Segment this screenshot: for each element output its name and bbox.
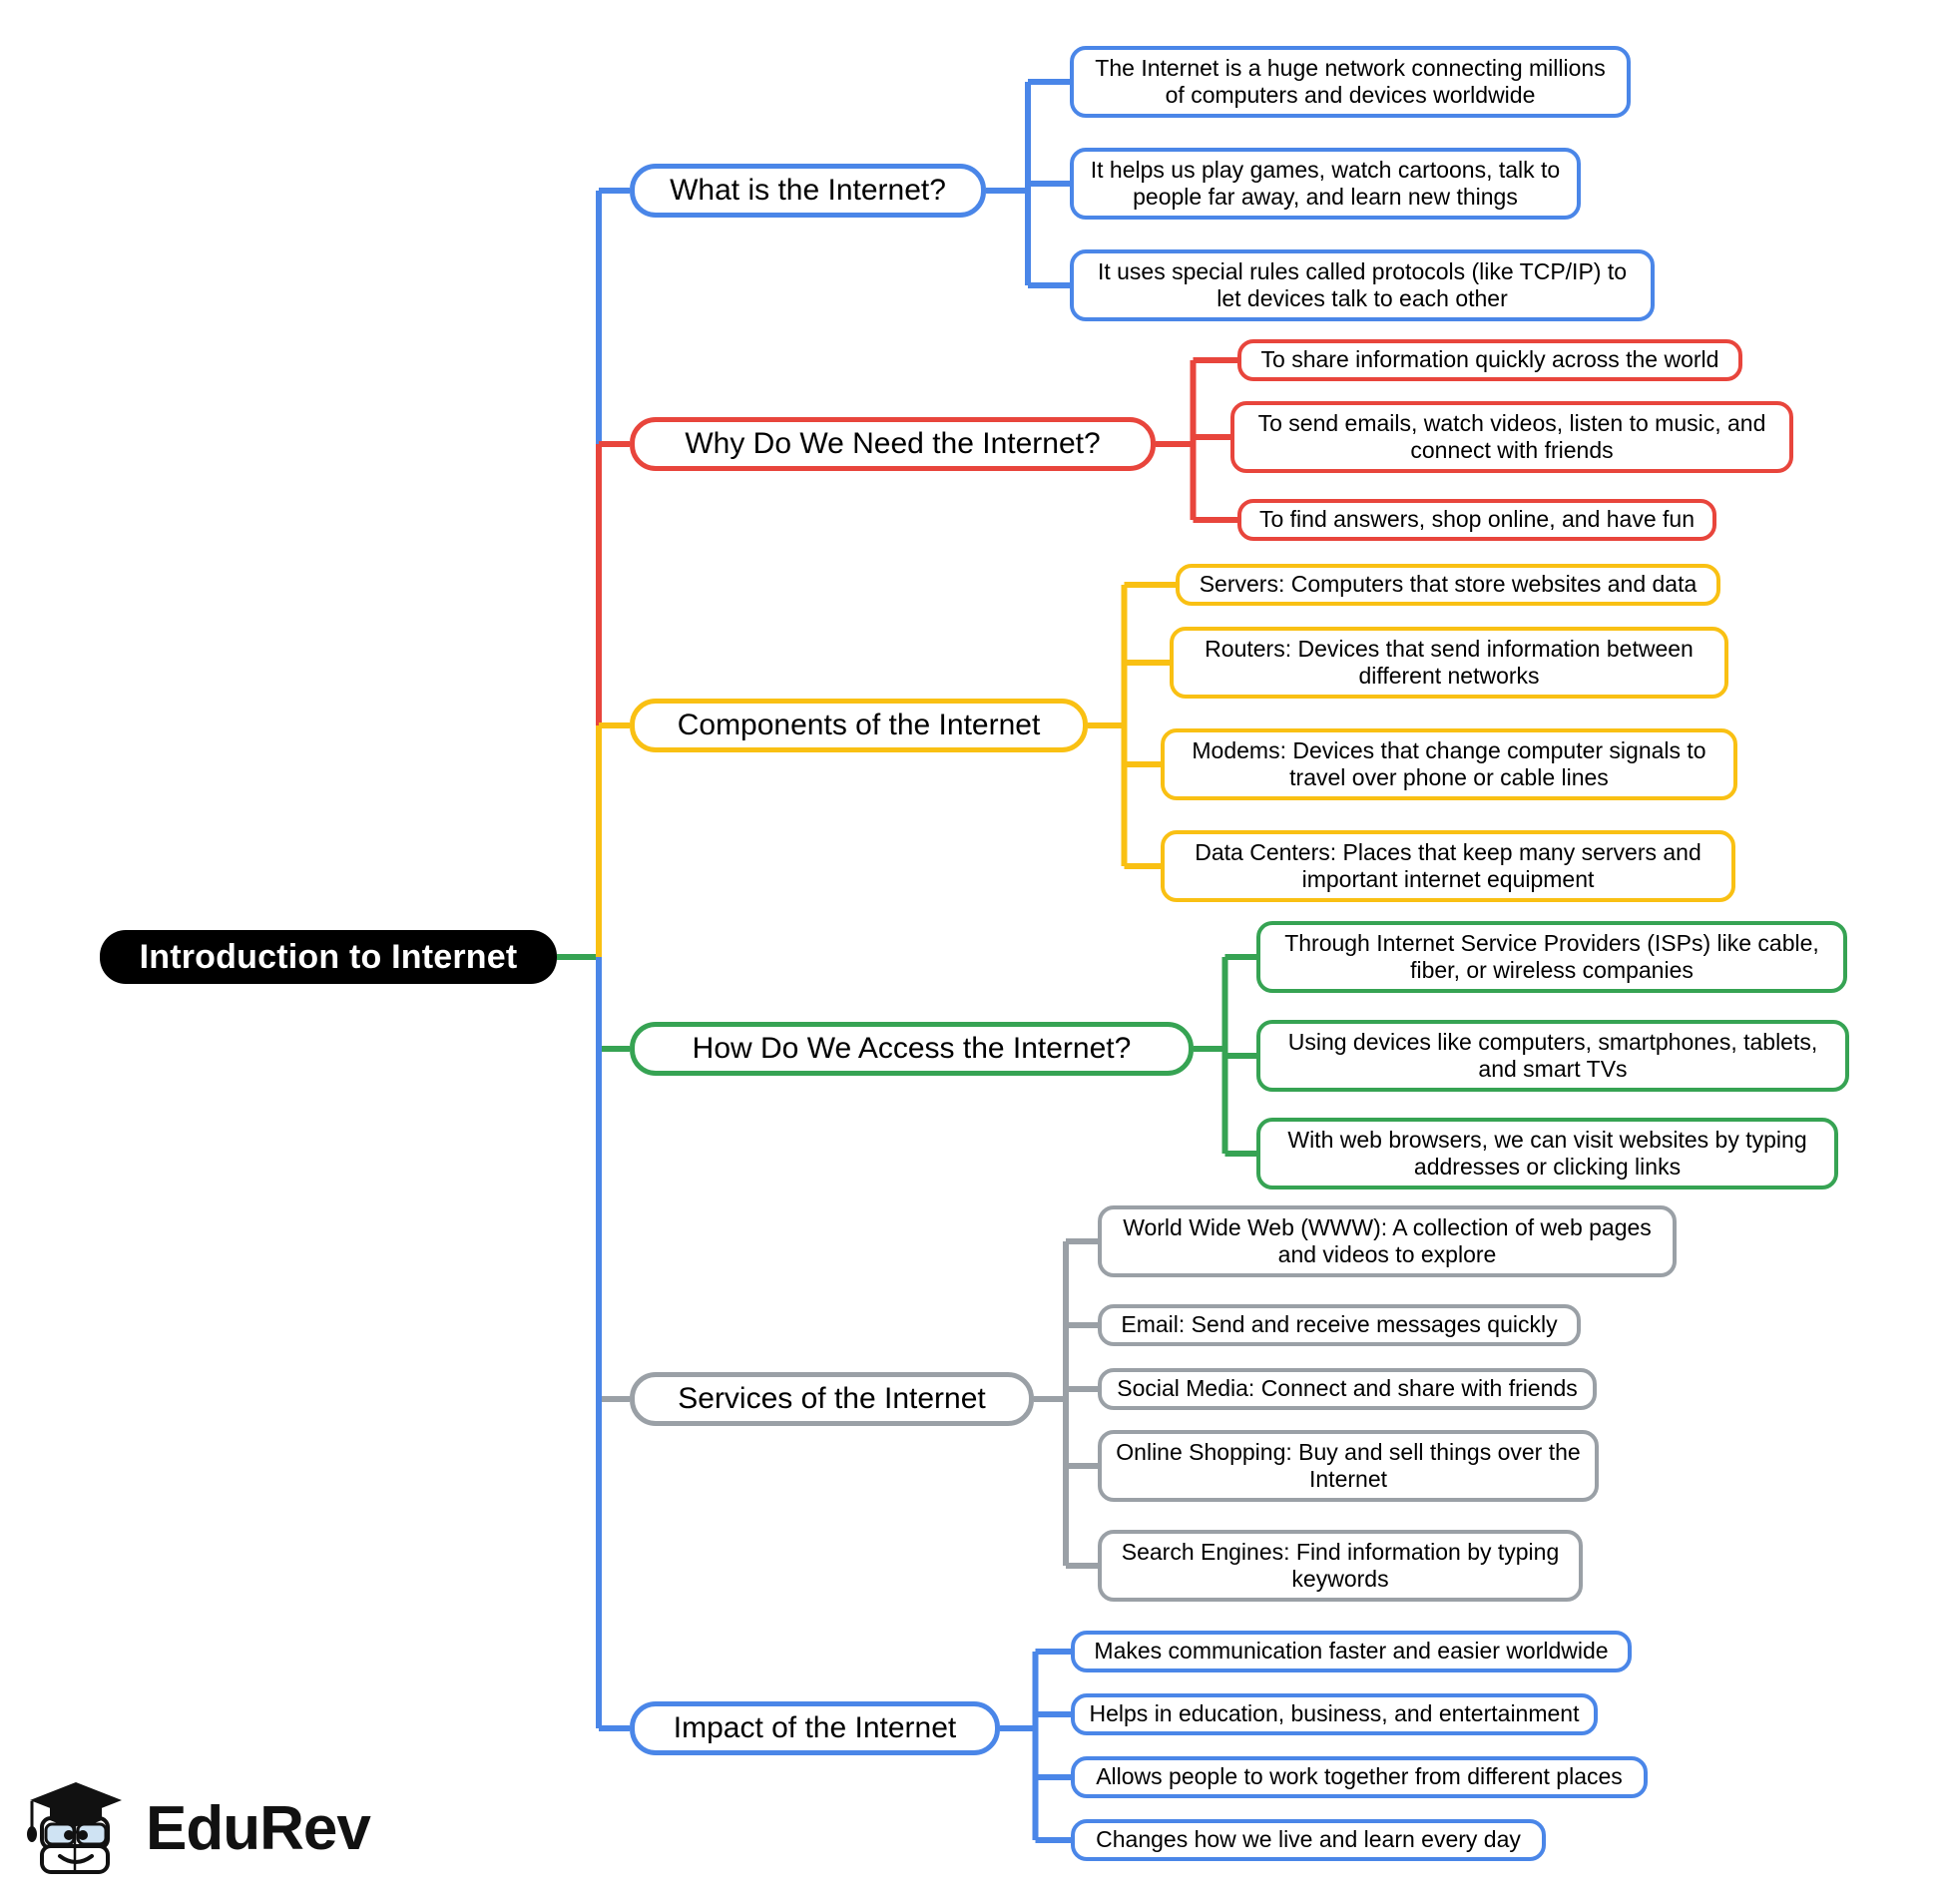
leaf-node[interactable]: To find answers, shop online, and have f… bbox=[1237, 499, 1716, 541]
leaf-node[interactable]: Email: Send and receive messages quickly bbox=[1098, 1304, 1581, 1346]
leaf-node[interactable]: Modems: Devices that change computer sig… bbox=[1161, 728, 1737, 800]
leaf-node[interactable]: To send emails, watch videos, listen to … bbox=[1230, 401, 1793, 473]
branch-label: Impact of the Internet bbox=[673, 1711, 957, 1745]
leaf-label: Helps in education, business, and entert… bbox=[1089, 1700, 1580, 1727]
leaf-label: Using devices like computers, smartphone… bbox=[1287, 1028, 1818, 1082]
leaf-node[interactable]: Using devices like computers, smartphone… bbox=[1256, 1020, 1849, 1092]
leaf-node[interactable]: Online Shopping: Buy and sell things ove… bbox=[1098, 1430, 1599, 1502]
leaf-label: Changes how we live and learn every day bbox=[1096, 1826, 1521, 1853]
branch-node-services-of-the-internet[interactable]: Services of the Internet bbox=[630, 1372, 1034, 1426]
leaf-node[interactable]: Servers: Computers that store websites a… bbox=[1176, 564, 1720, 606]
branch-label: What is the Internet? bbox=[670, 174, 946, 208]
root-node[interactable]: Introduction to Internet bbox=[100, 930, 557, 984]
edurev-wordmark: EduRev bbox=[146, 1793, 371, 1863]
leaf-label: To send emails, watch videos, listen to … bbox=[1257, 409, 1766, 463]
leaf-label: With web browsers, we can visit websites… bbox=[1287, 1126, 1807, 1180]
leaf-node[interactable]: To share information quickly across the … bbox=[1237, 339, 1742, 381]
branch-label: Why Do We Need the Internet? bbox=[685, 427, 1101, 461]
leaf-node[interactable]: With web browsers, we can visit websites… bbox=[1256, 1118, 1838, 1190]
leaf-label: Makes communication faster and easier wo… bbox=[1094, 1638, 1609, 1665]
leaf-label: Data Centers: Places that keep many serv… bbox=[1195, 838, 1702, 892]
leaf-node[interactable]: World Wide Web (WWW): A collection of we… bbox=[1098, 1205, 1677, 1277]
leaf-node[interactable]: Social Media: Connect and share with fri… bbox=[1098, 1368, 1597, 1410]
branch-label: Components of the Internet bbox=[677, 709, 1041, 742]
branch-label: Services of the Internet bbox=[678, 1382, 986, 1416]
leaf-node[interactable]: Helps in education, business, and entert… bbox=[1071, 1693, 1598, 1735]
leaf-node[interactable]: It uses special rules called protocols (… bbox=[1070, 249, 1655, 321]
leaf-label: Modems: Devices that change computer sig… bbox=[1192, 736, 1706, 790]
leaf-label: It uses special rules called protocols (… bbox=[1097, 257, 1628, 311]
leaf-label: Allows people to work together from diff… bbox=[1096, 1763, 1623, 1790]
graduation-cap-icon bbox=[20, 1772, 132, 1884]
leaf-node[interactable]: Through Internet Service Providers (ISPs… bbox=[1256, 921, 1847, 993]
leaf-node[interactable]: Changes how we live and learn every day bbox=[1071, 1819, 1546, 1861]
branch-node-how-do-we-access-the-internet[interactable]: How Do We Access the Internet? bbox=[630, 1022, 1194, 1076]
leaf-node[interactable]: Makes communication faster and easier wo… bbox=[1071, 1631, 1632, 1672]
edurev-logo: EduRev bbox=[20, 1768, 371, 1888]
leaf-label: Search Engines: Find information by typi… bbox=[1121, 1538, 1560, 1592]
leaf-label: It helps us play games, watch cartoons, … bbox=[1090, 156, 1561, 210]
leaf-node[interactable]: Data Centers: Places that keep many serv… bbox=[1161, 830, 1735, 902]
leaf-label: Routers: Devices that send information b… bbox=[1205, 635, 1694, 689]
leaf-node[interactable]: Routers: Devices that send information b… bbox=[1170, 627, 1728, 699]
leaf-label: To share information quickly across the … bbox=[1260, 346, 1719, 373]
leaf-node[interactable]: The Internet is a huge network connectin… bbox=[1070, 46, 1631, 118]
leaf-label: The Internet is a huge network connectin… bbox=[1095, 54, 1606, 108]
branch-node-why-do-we-need-the-internet[interactable]: Why Do We Need the Internet? bbox=[630, 417, 1156, 471]
leaf-label: Email: Send and receive messages quickly bbox=[1121, 1311, 1558, 1338]
leaf-node[interactable]: It helps us play games, watch cartoons, … bbox=[1070, 148, 1581, 220]
leaf-label: Social Media: Connect and share with fri… bbox=[1117, 1375, 1578, 1402]
leaf-label: World Wide Web (WWW): A collection of we… bbox=[1123, 1213, 1652, 1267]
leaf-node[interactable]: Allows people to work together from diff… bbox=[1071, 1756, 1648, 1798]
branch-label: How Do We Access the Internet? bbox=[692, 1032, 1132, 1066]
leaf-label: Servers: Computers that store websites a… bbox=[1199, 571, 1698, 598]
branch-node-what-is-the-internet[interactable]: What is the Internet? bbox=[630, 164, 986, 218]
branch-node-components-of-the-internet[interactable]: Components of the Internet bbox=[630, 699, 1088, 752]
leaf-label: To find answers, shop online, and have f… bbox=[1258, 506, 1695, 533]
leaf-label: Online Shopping: Buy and sell things ove… bbox=[1116, 1438, 1581, 1492]
branch-node-impact-of-the-internet[interactable]: Impact of the Internet bbox=[630, 1701, 1000, 1755]
leaf-node[interactable]: Search Engines: Find information by typi… bbox=[1098, 1530, 1583, 1602]
leaf-label: Through Internet Service Providers (ISPs… bbox=[1284, 929, 1819, 983]
